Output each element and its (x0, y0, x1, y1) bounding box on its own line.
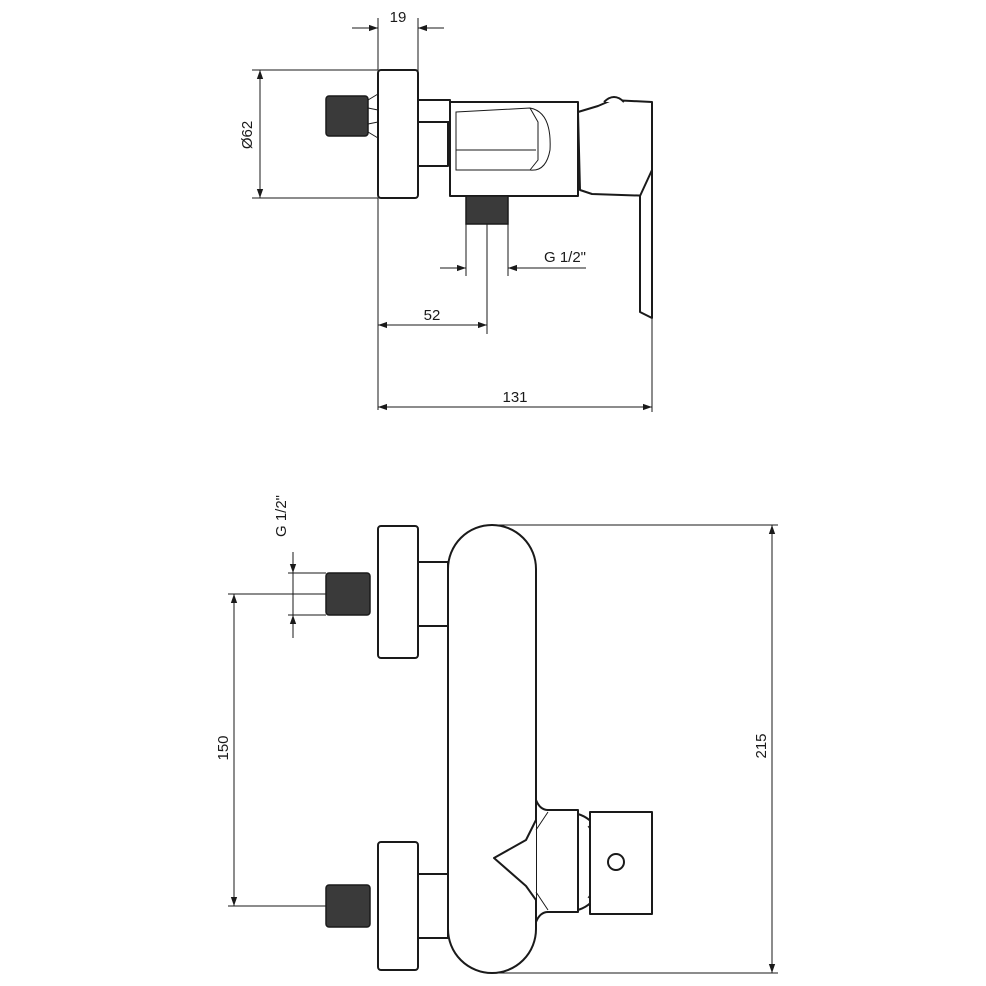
dim-outlet-offset-label: 52 (424, 307, 441, 324)
front-spout-wedge (493, 819, 537, 901)
front-spout-inner (535, 811, 549, 911)
dim-inlet-spacing-label: 150 (215, 735, 232, 760)
top-lever-handle (577, 99, 653, 197)
top-view: 19 Ø62 G 1/2" 52 131 (239, 9, 653, 412)
dim-total-height-label: 215 (753, 733, 770, 758)
front-mixer-neck (535, 799, 579, 923)
top-connector-stub-lower (417, 121, 449, 167)
front-lower-inlet-thread (325, 884, 371, 928)
front-lever-pin (607, 853, 625, 871)
front-view: G 1/2" 150 215 (215, 495, 778, 974)
top-inlet-thread (325, 95, 369, 137)
dim-total-depth-label: 131 (502, 389, 527, 406)
dim-inlet-thread: G 1/2" (273, 495, 326, 638)
dim-outlet-thread: G 1/2" (440, 224, 586, 276)
front-main-body (447, 524, 537, 974)
front-lower-connector (417, 873, 449, 939)
top-lever-arm (639, 169, 653, 319)
dim-wall-plate-thickness: 19 (352, 9, 444, 100)
top-outlet-thread (465, 195, 509, 225)
front-upper-wall-plate (377, 525, 419, 659)
dim-inlet-spacing: 150 (215, 593, 326, 907)
front-upper-inlet-thread (325, 572, 371, 616)
top-mixer-cartridge (455, 107, 551, 171)
top-connector-stub (417, 99, 451, 123)
dim-outlet-offset: 52 (377, 198, 488, 410)
dim-total-height: 215 (492, 524, 778, 974)
dim-diameter-label: Ø62 (239, 121, 256, 149)
dim-wall-plate-thickness-label: 19 (390, 9, 407, 26)
dim-diameter: Ø62 (239, 69, 378, 199)
top-wall-plate (377, 69, 419, 199)
top-inlet-connector (367, 93, 379, 139)
front-lower-wall-plate (377, 841, 419, 971)
top-mixer-body (449, 101, 579, 197)
front-upper-connector (417, 561, 449, 627)
top-lever-cap (603, 96, 625, 103)
top-mixer-cartridge-inner (456, 107, 539, 171)
dim-inlet-thread-label: G 1/2" (273, 495, 290, 537)
dim-outlet-thread-label: G 1/2" (544, 249, 586, 266)
dim-total-depth: 131 (378, 318, 653, 412)
